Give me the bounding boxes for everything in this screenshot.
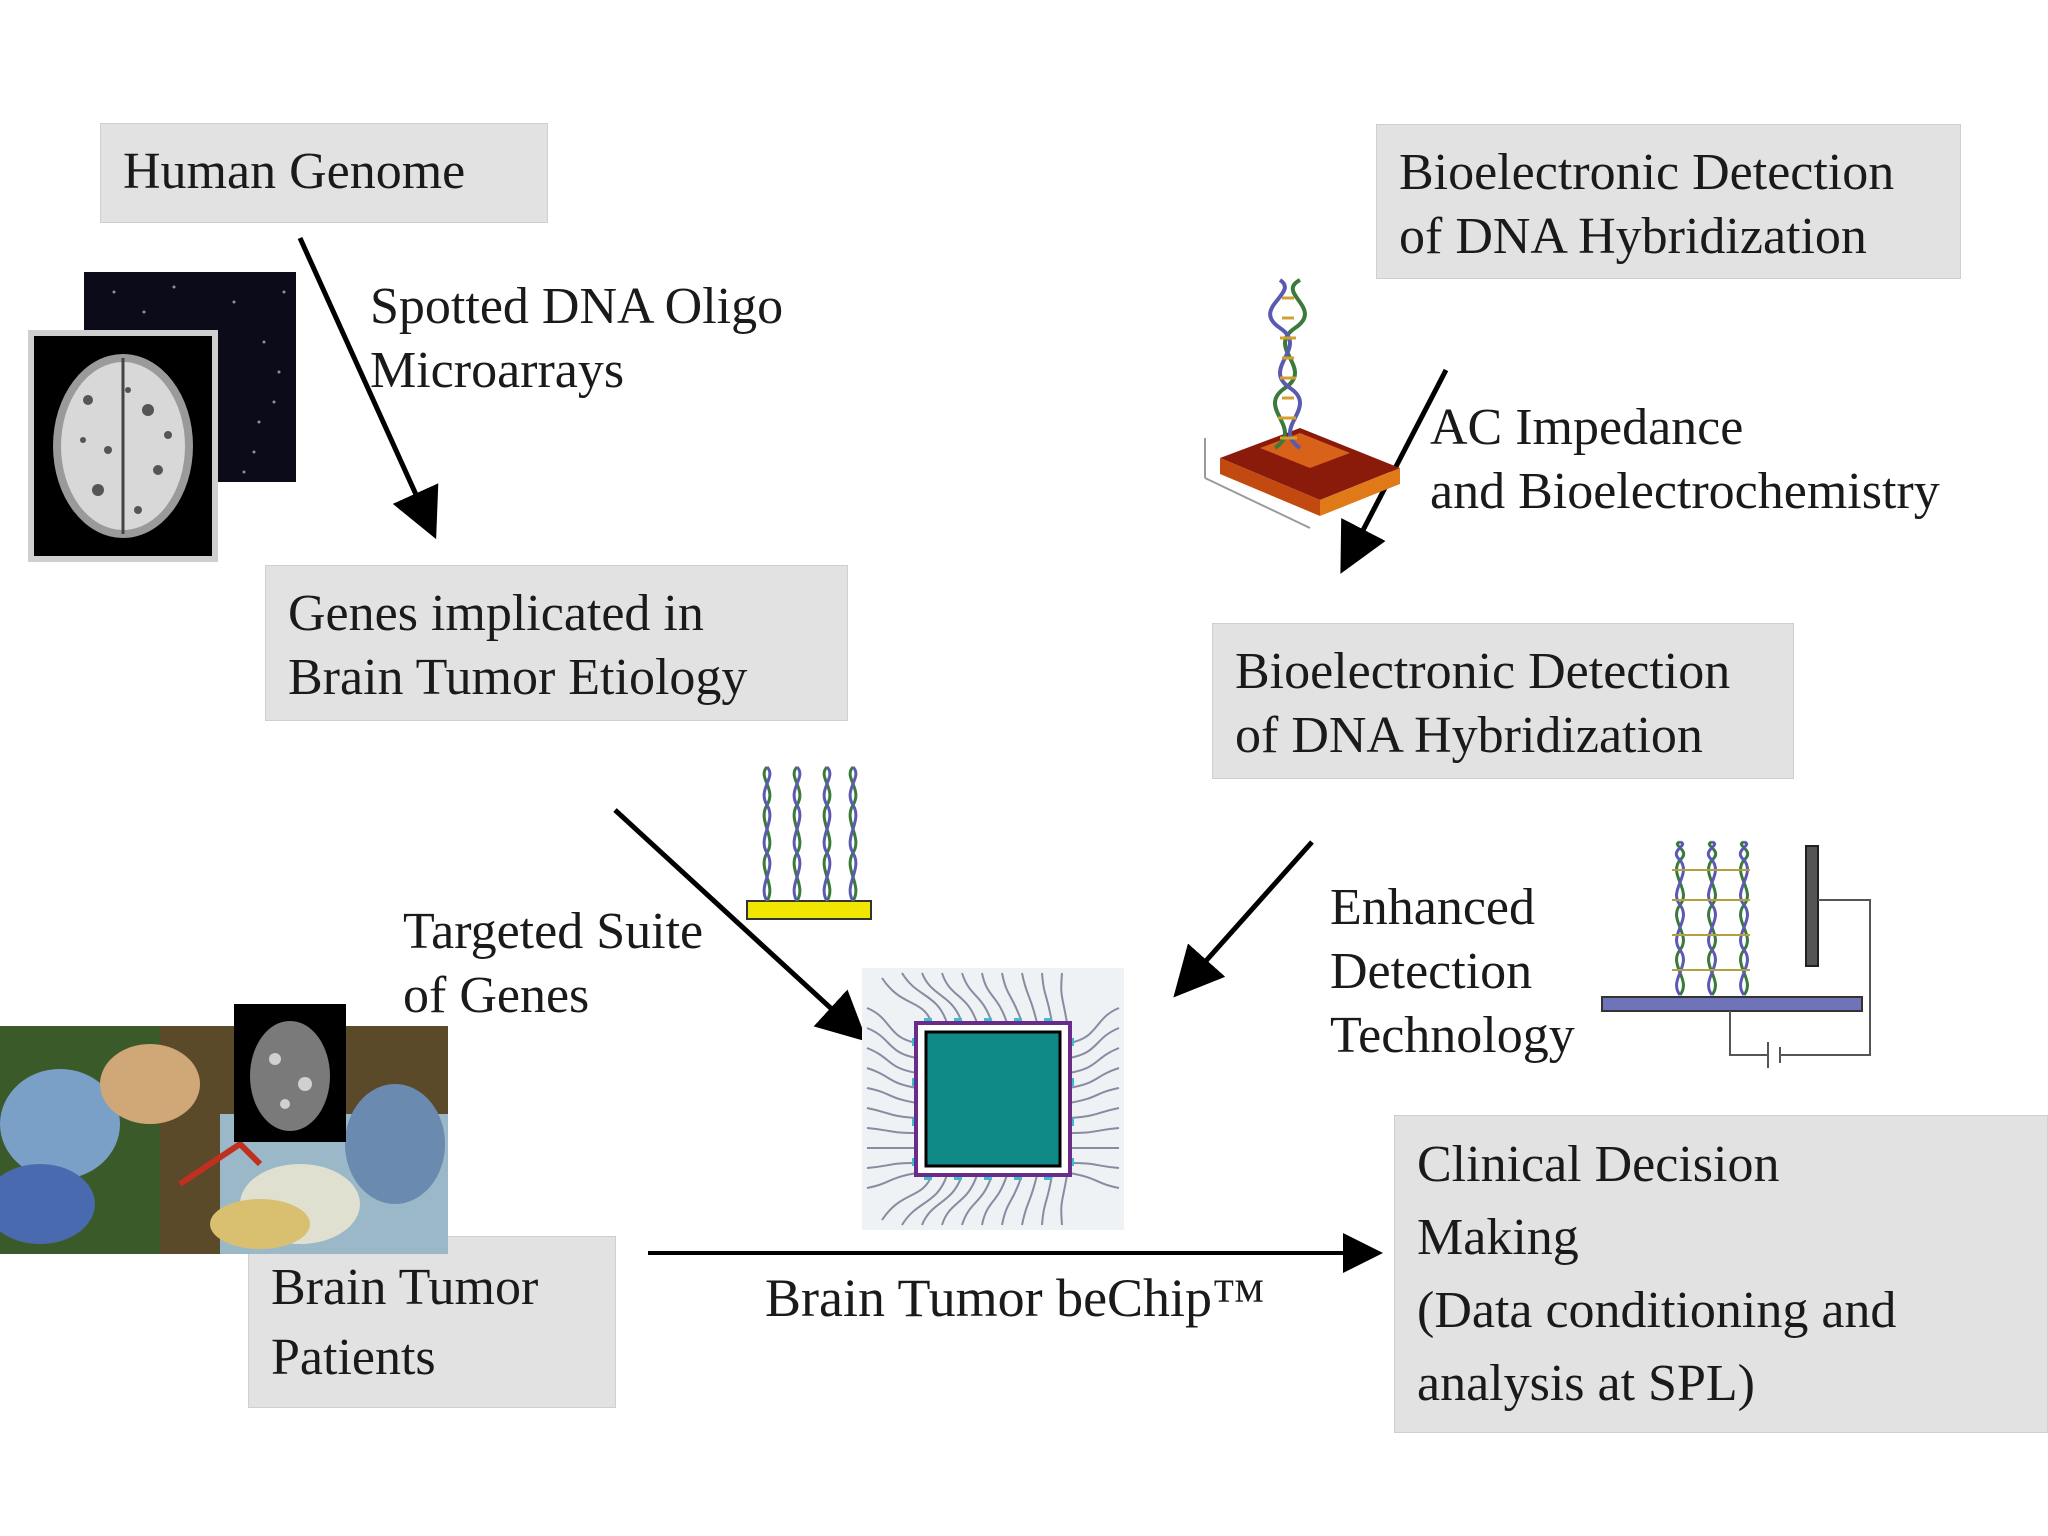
patients-line-2: Patients [271, 1329, 436, 1386]
spotted-line-2: Microarrays [370, 342, 625, 399]
brain-tumor-patients-box: Brain Tumor Patients [248, 1236, 616, 1408]
chip-caption-text: Brain Tumor beChip™ [765, 1268, 1265, 1328]
dna-probes-icon [746, 765, 872, 920]
clinical-line-3: (Data conditioning and [1417, 1282, 1897, 1339]
clinical-line-4: analysis at SPL) [1417, 1355, 1755, 1412]
human-genome-text: Human Genome [123, 143, 466, 200]
dna-helix-3d-icon [1204, 278, 1400, 529]
spotted-line-1: Spotted DNA Oligo [370, 278, 784, 335]
bio-mid-line-2: of DNA Hybridization [1235, 707, 1703, 764]
bioelectronic-detection-mid-box: Bioelectronic Detection of DNA Hybridiza… [1212, 623, 1794, 779]
clinical-line-1: Clinical Decision [1417, 1136, 1780, 1193]
ac-line-1: AC Impedance [1430, 399, 1744, 456]
clinical-decision-box: Clinical Decision Making (Data condition… [1394, 1115, 2048, 1433]
targeted-suite-label: Targeted Suite of Genes [403, 900, 703, 1028]
ac-impedance-label: AC Impedance and Bioelectrochemistry [1430, 396, 1940, 524]
enhanced-line-3: Technology [1330, 1007, 1575, 1064]
ac-line-2: and Bioelectrochemistry [1430, 463, 1940, 520]
genes-line-1: Genes implicated in [288, 585, 704, 642]
bio-top-line-1: Bioelectronic Detection [1399, 144, 1895, 201]
genes-implicated-box: Genes implicated in Brain Tumor Etiology [265, 565, 848, 721]
targeted-line-1: Targeted Suite [403, 903, 704, 960]
chip-caption: Brain Tumor beChip™ [765, 1266, 1265, 1330]
arrow-genome-to-genes [297, 236, 439, 540]
targeted-line-2: of Genes [403, 967, 590, 1024]
human-genome-box: Human Genome [100, 123, 548, 223]
bioelectronic-detection-top-box: Bioelectronic Detection of DNA Hybridiza… [1376, 124, 1961, 279]
enhanced-line-2: Detection [1330, 943, 1533, 1000]
bio-top-line-2: of DNA Hybridization [1399, 208, 1867, 265]
arrow-genes-to-chip [613, 808, 868, 1042]
dna-electrode-icon [1601, 840, 1871, 1068]
spotted-dna-label: Spotted DNA Oligo Microarrays [370, 275, 783, 403]
surgery-photo-icon [0, 1004, 448, 1254]
enhanced-detection-label: Enhanced Detection Technology [1330, 876, 1575, 1068]
microchip-icon [862, 968, 1124, 1230]
bio-mid-line-1: Bioelectronic Detection [1235, 643, 1731, 700]
genes-line-2: Brain Tumor Etiology [288, 649, 748, 706]
brain-scan-icon [28, 330, 218, 562]
arrow-detection-to-chip [1173, 840, 1314, 998]
patients-line-1: Brain Tumor [271, 1259, 539, 1316]
enhanced-line-1: Enhanced [1330, 879, 1536, 936]
clinical-line-2: Making [1417, 1209, 1579, 1266]
